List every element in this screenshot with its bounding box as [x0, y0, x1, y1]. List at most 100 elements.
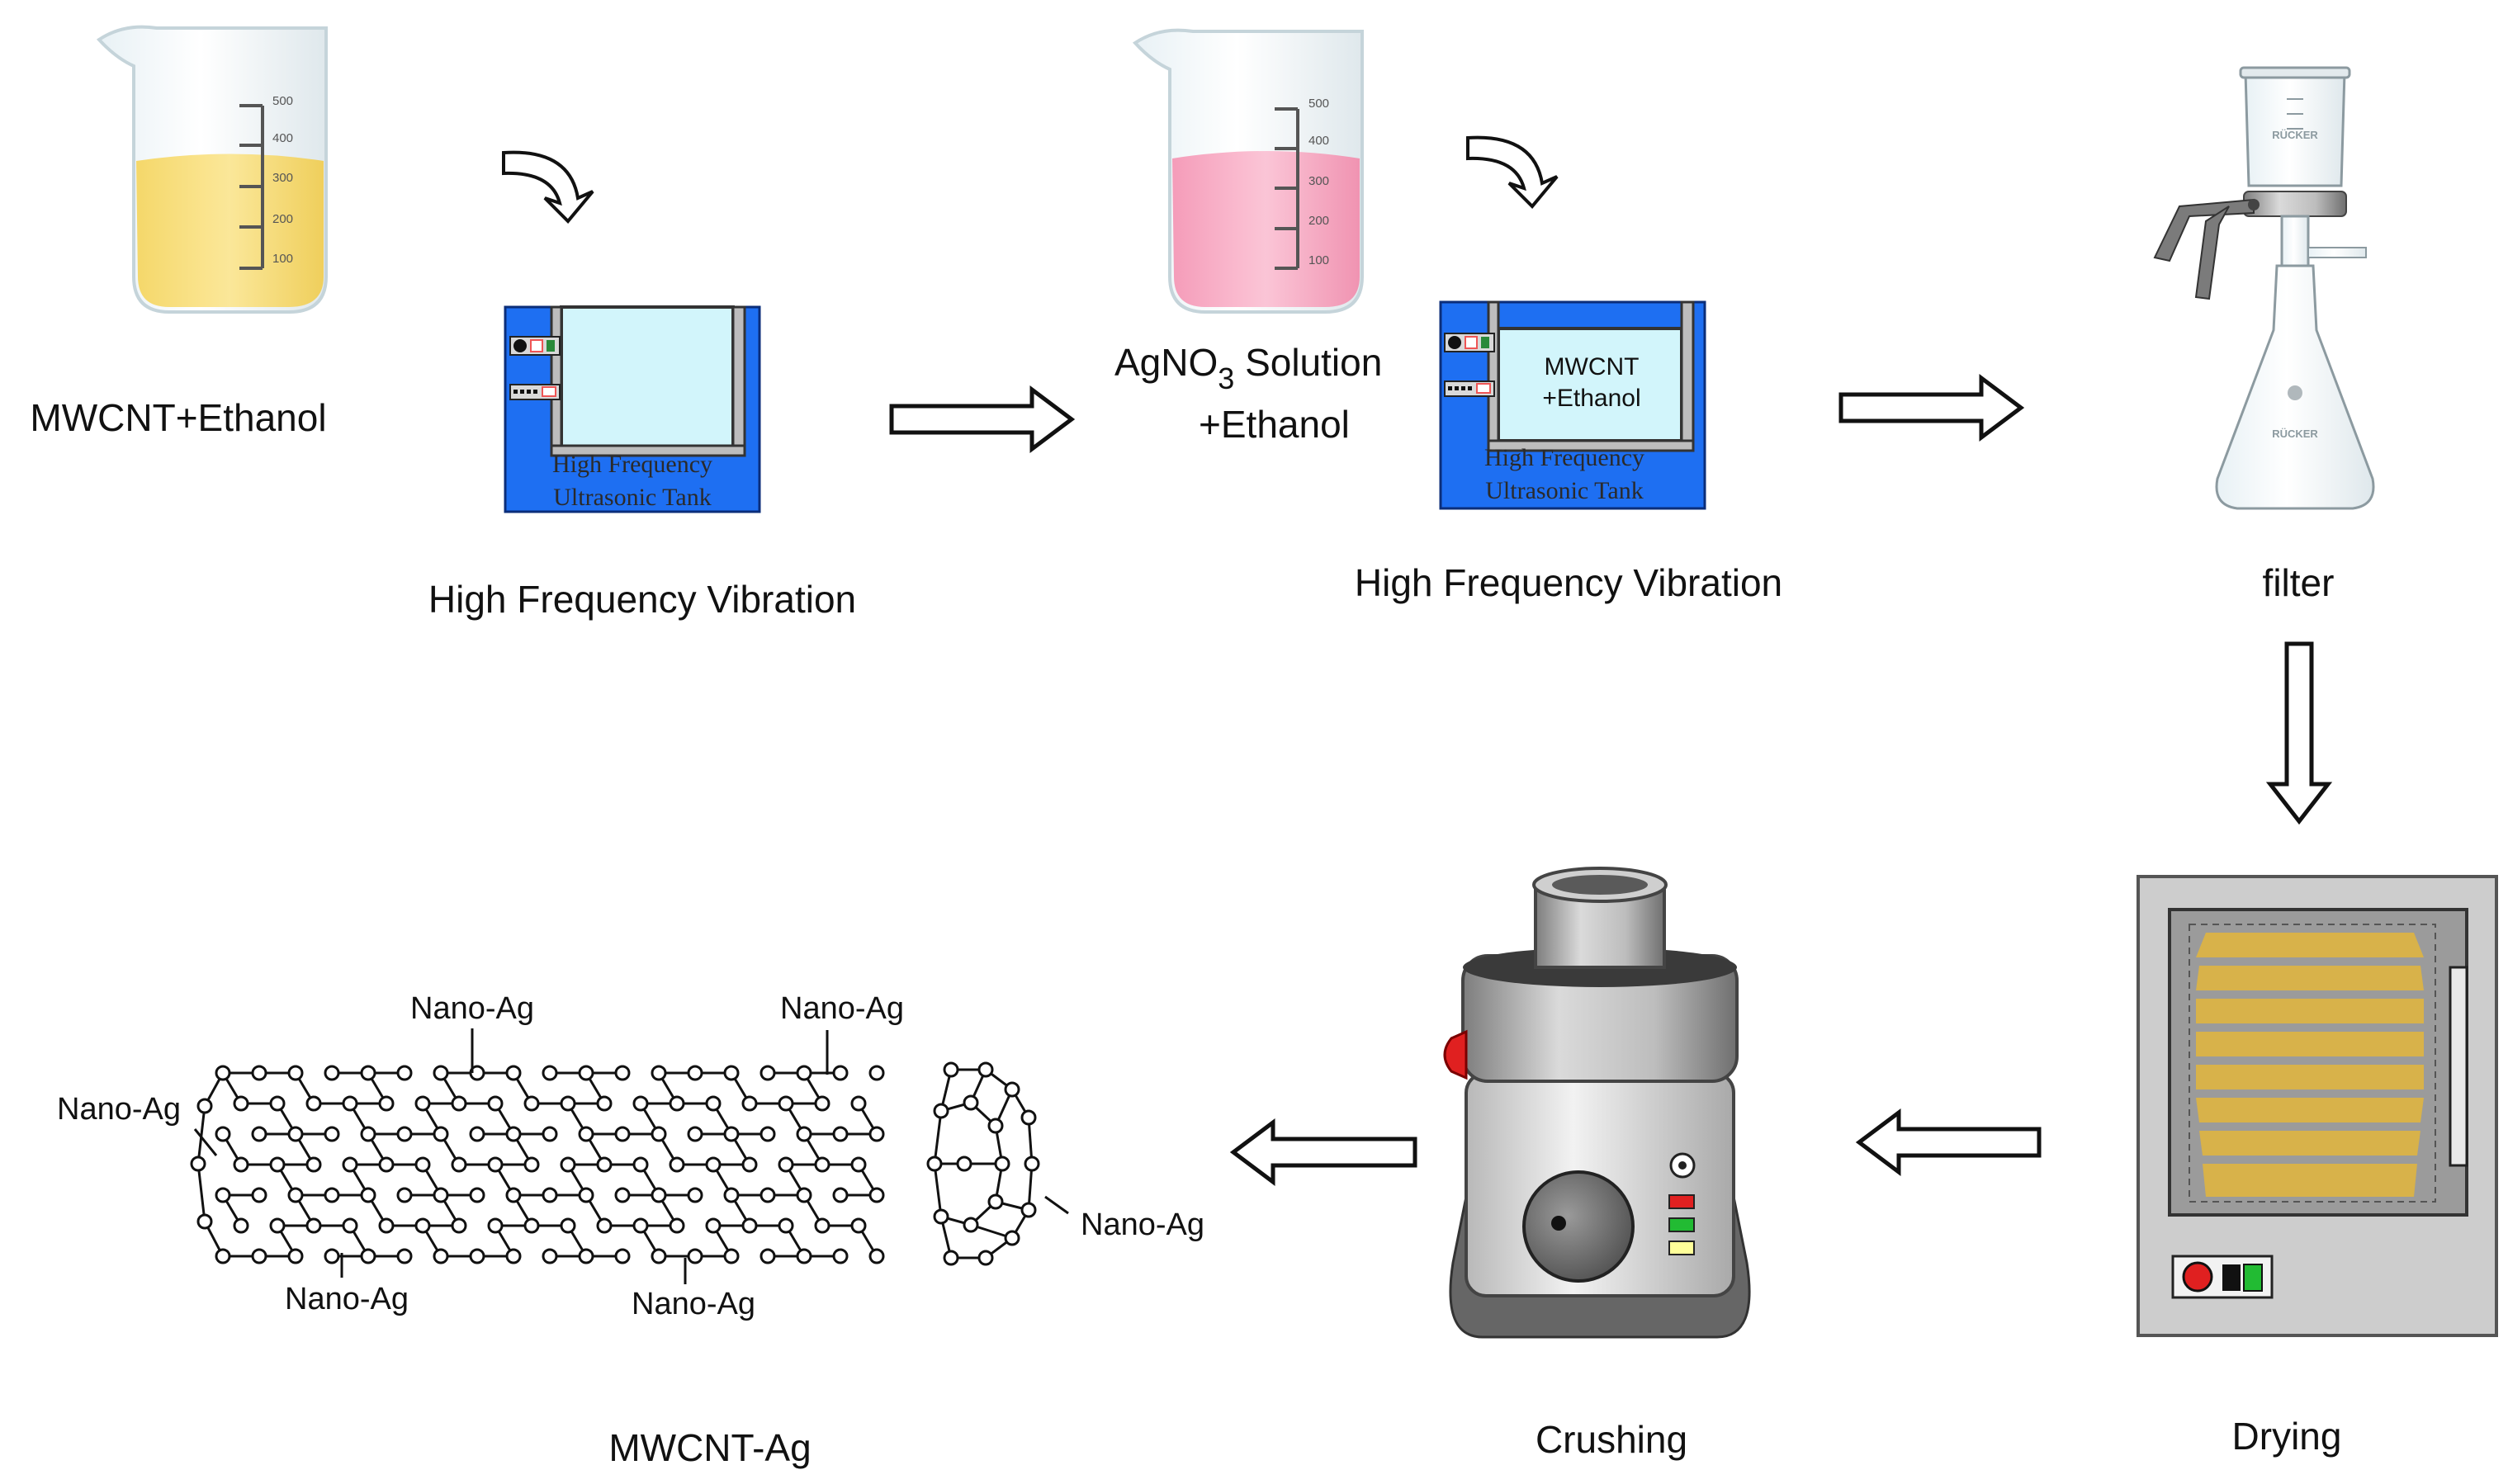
nano-ag-label-top-2: Nano-Ag	[780, 991, 904, 1026]
lattice-atom	[433, 1187, 449, 1203]
lattice-atom	[487, 1095, 504, 1112]
lattice-atom	[251, 1065, 267, 1081]
label-drying: Drying	[2232, 1415, 2342, 1458]
svg-text:500: 500	[272, 94, 293, 108]
lattice-atom	[632, 1217, 649, 1234]
lattice-atom	[342, 1217, 358, 1234]
lattice-atom	[305, 1156, 322, 1173]
lattice-atom	[705, 1156, 722, 1173]
lattice-atom	[523, 1095, 540, 1112]
nano-ag-label-bottom-2: Nano-Ag	[632, 1287, 755, 1321]
lattice-atom	[233, 1095, 249, 1112]
lattice-atom	[287, 1187, 304, 1203]
oven-trays	[2189, 924, 2436, 1203]
cap-atom	[956, 1156, 972, 1172]
nano-ag-label-bottom-1: Nano-Ag	[285, 1282, 409, 1316]
lattice-atom	[542, 1065, 558, 1081]
beaker-pink: 500 400 300 200 100	[1132, 28, 1364, 314]
lattice-atom	[814, 1217, 830, 1234]
lattice-atom	[305, 1217, 322, 1234]
lattice-atom	[396, 1065, 413, 1081]
lattice-atom	[396, 1126, 413, 1142]
step-labels: MWCNT+Ethanol High Frequency Vibration A…	[30, 341, 2341, 1469]
cap-atom	[1020, 1202, 1037, 1218]
lattice-atom	[360, 1187, 376, 1203]
lattice-atom	[560, 1156, 576, 1173]
lattice-atom	[560, 1217, 576, 1234]
nano-ag-leaders	[193, 1028, 1069, 1284]
lattice-atom	[196, 1098, 213, 1114]
lattice-atom	[723, 1248, 740, 1264]
lattice-atom	[190, 1156, 206, 1172]
lattice-atom	[451, 1156, 467, 1173]
cap-atom	[1004, 1081, 1020, 1098]
lattice-atom	[269, 1217, 286, 1234]
lattice-atom	[759, 1126, 776, 1142]
lattice-atom	[669, 1217, 685, 1234]
lattice-atom	[451, 1217, 467, 1234]
nano-ag-labels: Nano-Ag Nano-Ag Nano-Ag Nano-Ag Nano-Ag …	[57, 991, 1204, 1321]
lattice-atom	[614, 1065, 631, 1081]
lattice-atom	[196, 1213, 213, 1230]
lattice-atom	[378, 1217, 395, 1234]
cap-atom	[1004, 1230, 1020, 1246]
lattice-atom	[433, 1248, 449, 1264]
lattice-atom	[687, 1065, 703, 1081]
tank-1-label-line1: High Frequency	[552, 451, 712, 478]
lattice-atom	[215, 1065, 231, 1081]
lattice-atom	[324, 1187, 340, 1203]
label-crushing: Crushing	[1536, 1418, 1687, 1461]
cap-atom	[977, 1250, 994, 1266]
arrow-left-icon-1	[1855, 1108, 2042, 1176]
lattice-atom	[542, 1126, 558, 1142]
lattice-atom	[523, 1217, 540, 1234]
lattice-atom	[778, 1095, 794, 1112]
cap-atom	[994, 1156, 1010, 1172]
nano-ag-label-right: Nano-Ag	[1081, 1208, 1204, 1242]
tank-1-label-line2: Ultrasonic Tank	[553, 484, 711, 511]
lattice-atom	[342, 1095, 358, 1112]
lattice-atom	[433, 1065, 449, 1081]
label-vibration-1: High Frequency Vibration	[428, 578, 856, 621]
beaker-yellow: 500 400 300 200 100	[96, 25, 328, 314]
nanotube-structure	[190, 1065, 885, 1264]
lattice-atom	[360, 1065, 376, 1081]
lattice-atom	[723, 1126, 740, 1142]
lattice-atom	[632, 1095, 649, 1112]
lattice-atom	[778, 1156, 794, 1173]
lattice-atom	[723, 1187, 740, 1203]
curved-arrow-icon-2	[1466, 135, 1559, 209]
cap-atom	[963, 1217, 979, 1233]
curved-arrow-icon-1	[502, 150, 594, 224]
lattice-atom	[687, 1126, 703, 1142]
lattice-atom	[233, 1156, 249, 1173]
lattice-atom	[687, 1187, 703, 1203]
lattice-atom	[832, 1126, 849, 1142]
lattice-bond	[196, 1105, 206, 1165]
crusher	[1443, 867, 1751, 1339]
cap-bond	[933, 1110, 943, 1165]
cap-atom	[933, 1103, 949, 1119]
lattice-atom	[832, 1248, 849, 1264]
lattice-atom	[414, 1156, 431, 1173]
label-agno3-solution: AgNO3 Solution	[1114, 341, 1382, 395]
lattice-bond	[196, 1163, 206, 1222]
lattice-atom	[505, 1187, 522, 1203]
lattice-atom	[378, 1156, 395, 1173]
lattice-atom	[723, 1065, 740, 1081]
cap-atom	[987, 1118, 1004, 1134]
lattice-atom	[324, 1065, 340, 1081]
lattice-atom	[542, 1187, 558, 1203]
lattice-atom	[251, 1187, 267, 1203]
lattice-atom	[741, 1217, 758, 1234]
lattice-atom	[614, 1248, 631, 1264]
lattice-atom	[414, 1217, 431, 1234]
lattice-atom	[651, 1187, 667, 1203]
cap-atom	[926, 1156, 943, 1172]
lattice-atom	[669, 1156, 685, 1173]
lattice-atom	[305, 1095, 322, 1112]
cap-atom	[963, 1094, 979, 1111]
lattice-atom	[505, 1248, 522, 1264]
label-filter: filter	[2263, 561, 2335, 604]
arrow-down-icon	[2265, 641, 2333, 825]
